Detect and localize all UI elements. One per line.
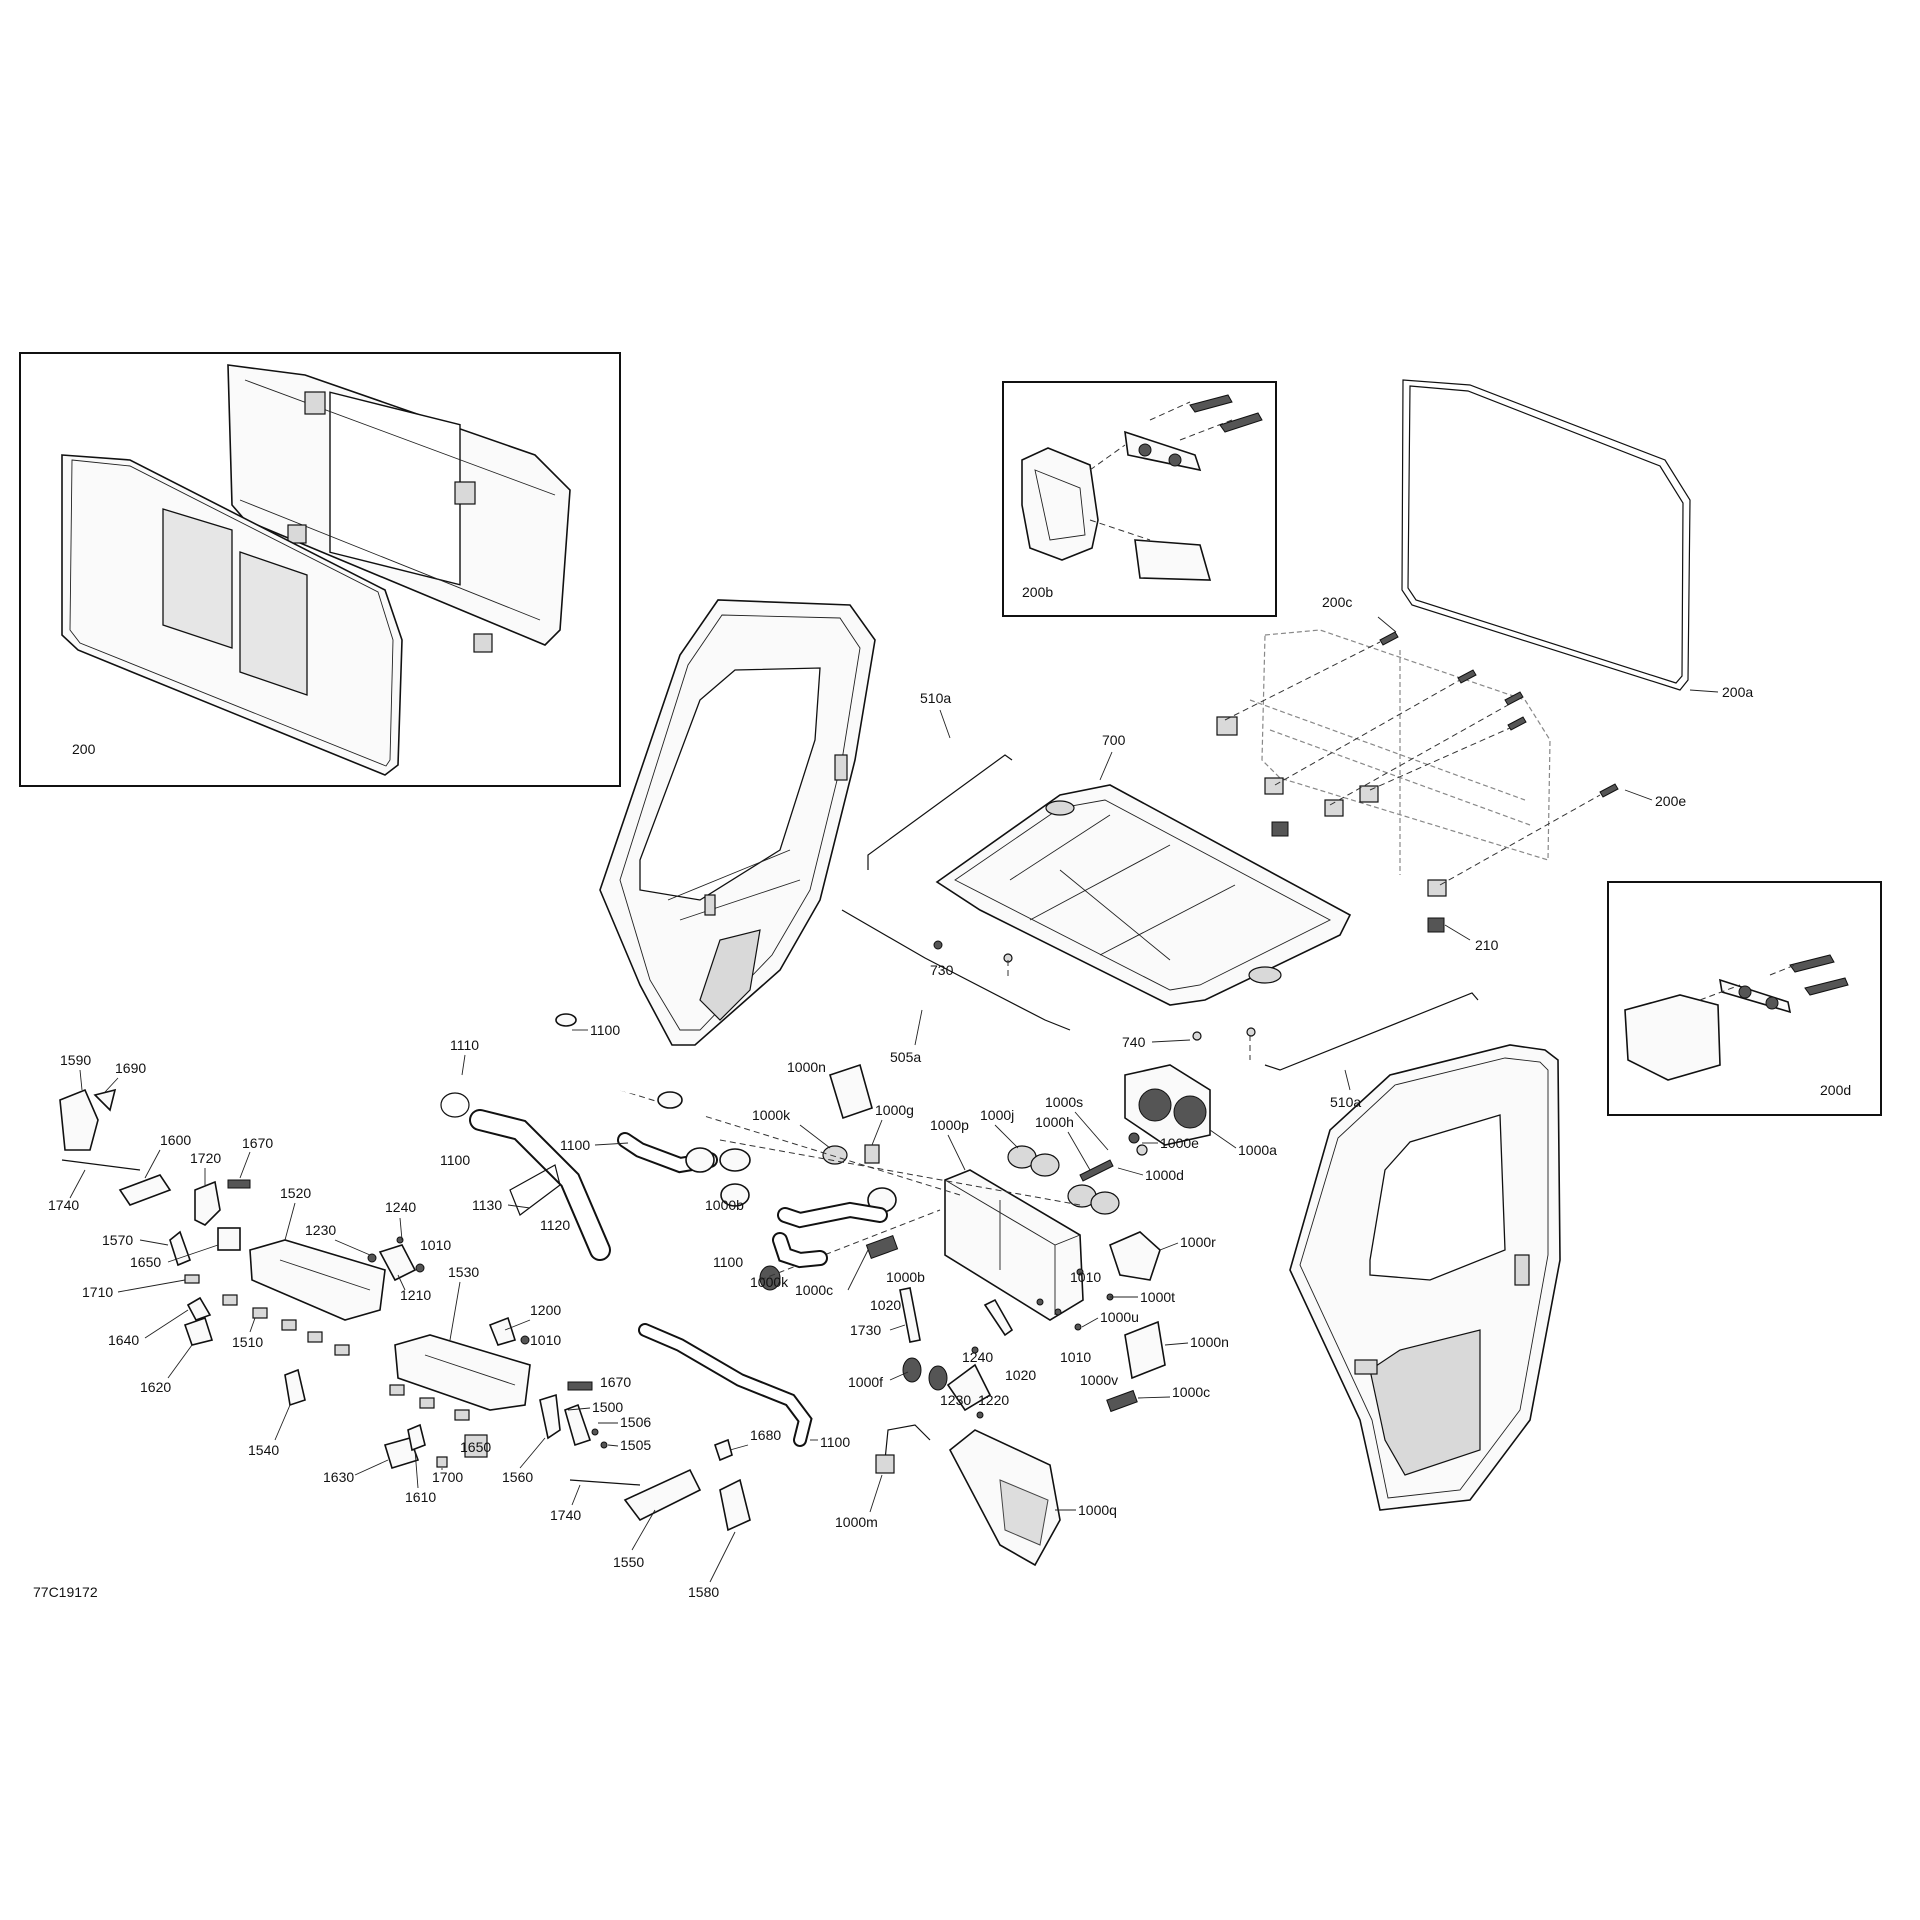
- label-1500: 1500: [592, 1399, 623, 1415]
- label-1000c-a: 1000c: [795, 1282, 833, 1298]
- ducts-1100: [440, 1013, 888, 1447]
- label-740: 740: [1122, 1034, 1146, 1050]
- label-200d: 200d: [1820, 1082, 1851, 1098]
- label-1100-d: 1100: [713, 1254, 743, 1270]
- label-200b: 200b: [1022, 584, 1053, 600]
- label-1670-b: 1670: [600, 1374, 631, 1390]
- label-1000n-b: 1000n: [1190, 1334, 1229, 1350]
- label-1690: 1690: [115, 1060, 146, 1076]
- label-1640: 1640: [108, 1332, 139, 1348]
- label-1000b-b: 1000b: [886, 1269, 925, 1285]
- label-1700: 1700: [432, 1469, 463, 1485]
- label-505a: 505a: [890, 1049, 921, 1065]
- label-1610: 1610: [405, 1489, 436, 1505]
- label-1630: 1630: [323, 1469, 354, 1485]
- label-1000a: 1000a: [1238, 1142, 1277, 1158]
- label-1650-b: 1650: [460, 1439, 491, 1455]
- label-1520: 1520: [280, 1185, 311, 1201]
- label-730: 730: [930, 962, 954, 978]
- label-1000r: 1000r: [1180, 1234, 1216, 1250]
- label-1100-c: 1100: [560, 1137, 590, 1153]
- label-1000q: 1000q: [1078, 1502, 1117, 1518]
- label-1000b-a: 1000b: [705, 1197, 744, 1213]
- label-1130: 1130: [472, 1197, 502, 1213]
- label-1720: 1720: [190, 1150, 221, 1166]
- label-1110: 1110: [450, 1037, 479, 1053]
- label-1000t: 1000t: [1140, 1289, 1175, 1305]
- label-1730: 1730: [850, 1322, 881, 1338]
- label-700: 700: [1102, 732, 1126, 748]
- label-1010-b: 1010: [1060, 1349, 1091, 1365]
- label-1000p: 1000p: [930, 1117, 969, 1133]
- label-200c: 200c: [1322, 594, 1352, 610]
- label-1100-a: 1100: [590, 1022, 620, 1038]
- label-1000n-a: 1000n: [787, 1059, 826, 1075]
- label-1570: 1570: [102, 1232, 133, 1248]
- label-1000k-a: 1000k: [752, 1107, 791, 1123]
- heater-assembly: [619, 1063, 1211, 1567]
- label-1600: 1600: [160, 1132, 191, 1148]
- label-200: 200: [72, 741, 96, 757]
- label-1000k-b: 1000k: [750, 1274, 789, 1290]
- right-door: [1289, 1044, 1561, 1511]
- label-1680: 1680: [750, 1427, 781, 1443]
- label-510a-bottom: 510a: [1330, 1094, 1361, 1110]
- label-1650-a: 1650: [130, 1254, 161, 1270]
- label-510a-top: 510a: [920, 690, 951, 706]
- label-1000d: 1000d: [1145, 1167, 1184, 1183]
- label-1100-b: 1100: [440, 1152, 470, 1168]
- label-1740-b: 1740: [550, 1507, 581, 1523]
- label-1530: 1530: [448, 1264, 479, 1280]
- label-1220: 1220: [978, 1392, 1009, 1408]
- label-1506: 1506: [620, 1414, 651, 1430]
- label-1000g: 1000g: [875, 1102, 914, 1118]
- label-1010-d: 1010: [530, 1332, 561, 1348]
- figure-id: 77C19172: [33, 1584, 98, 1600]
- label-1540: 1540: [248, 1442, 279, 1458]
- label-1620: 1620: [140, 1379, 171, 1395]
- label-1200: 1200: [530, 1302, 561, 1318]
- label-210: 210: [1475, 937, 1499, 953]
- label-1000j: 1000j: [980, 1107, 1014, 1123]
- label-1240-b: 1240: [385, 1199, 416, 1215]
- label-1010-a: 1010: [1070, 1269, 1101, 1285]
- label-1230-a: 1230: [940, 1392, 971, 1408]
- label-1000f: 1000f: [848, 1374, 883, 1390]
- label-1560: 1560: [502, 1469, 533, 1485]
- label-1550: 1550: [613, 1554, 644, 1570]
- label-1670-a: 1670: [242, 1135, 273, 1151]
- label-1240-a: 1240: [962, 1349, 993, 1365]
- label-1210: 1210: [400, 1287, 431, 1303]
- label-1100-e: 1100: [820, 1434, 850, 1450]
- inset-200: [19, 352, 621, 787]
- label-1000e: 1000e: [1160, 1135, 1199, 1151]
- label-1010-c: 1010: [420, 1237, 451, 1253]
- label-1740-a: 1740: [48, 1197, 79, 1213]
- label-1580: 1580: [688, 1584, 719, 1600]
- label-1000u: 1000u: [1100, 1309, 1139, 1325]
- label-1590: 1590: [60, 1052, 91, 1068]
- inset-200d: [1607, 881, 1882, 1116]
- label-1000c-b: 1000c: [1172, 1384, 1210, 1400]
- left-lower-parts: [59, 1088, 751, 1532]
- tray-700: [935, 784, 1352, 1006]
- label-1000m: 1000m: [835, 1514, 878, 1530]
- label-1000s: 1000s: [1045, 1094, 1083, 1110]
- label-1510: 1510: [232, 1334, 263, 1350]
- left-door: [599, 599, 876, 1046]
- inset-200b: [1002, 381, 1277, 617]
- label-1020-b: 1020: [1005, 1367, 1036, 1383]
- label-1000h: 1000h: [1035, 1114, 1074, 1130]
- label-200a: 200a: [1722, 684, 1753, 700]
- label-1000v: 1000v: [1080, 1372, 1118, 1388]
- label-1020-a: 1020: [870, 1297, 901, 1313]
- label-200e: 200e: [1655, 793, 1686, 809]
- label-1710: 1710: [82, 1284, 113, 1300]
- label-1505: 1505: [620, 1437, 651, 1453]
- panel-200a: [1216, 379, 1691, 933]
- label-1230-b: 1230: [305, 1222, 336, 1238]
- label-1120: 1120: [540, 1217, 570, 1233]
